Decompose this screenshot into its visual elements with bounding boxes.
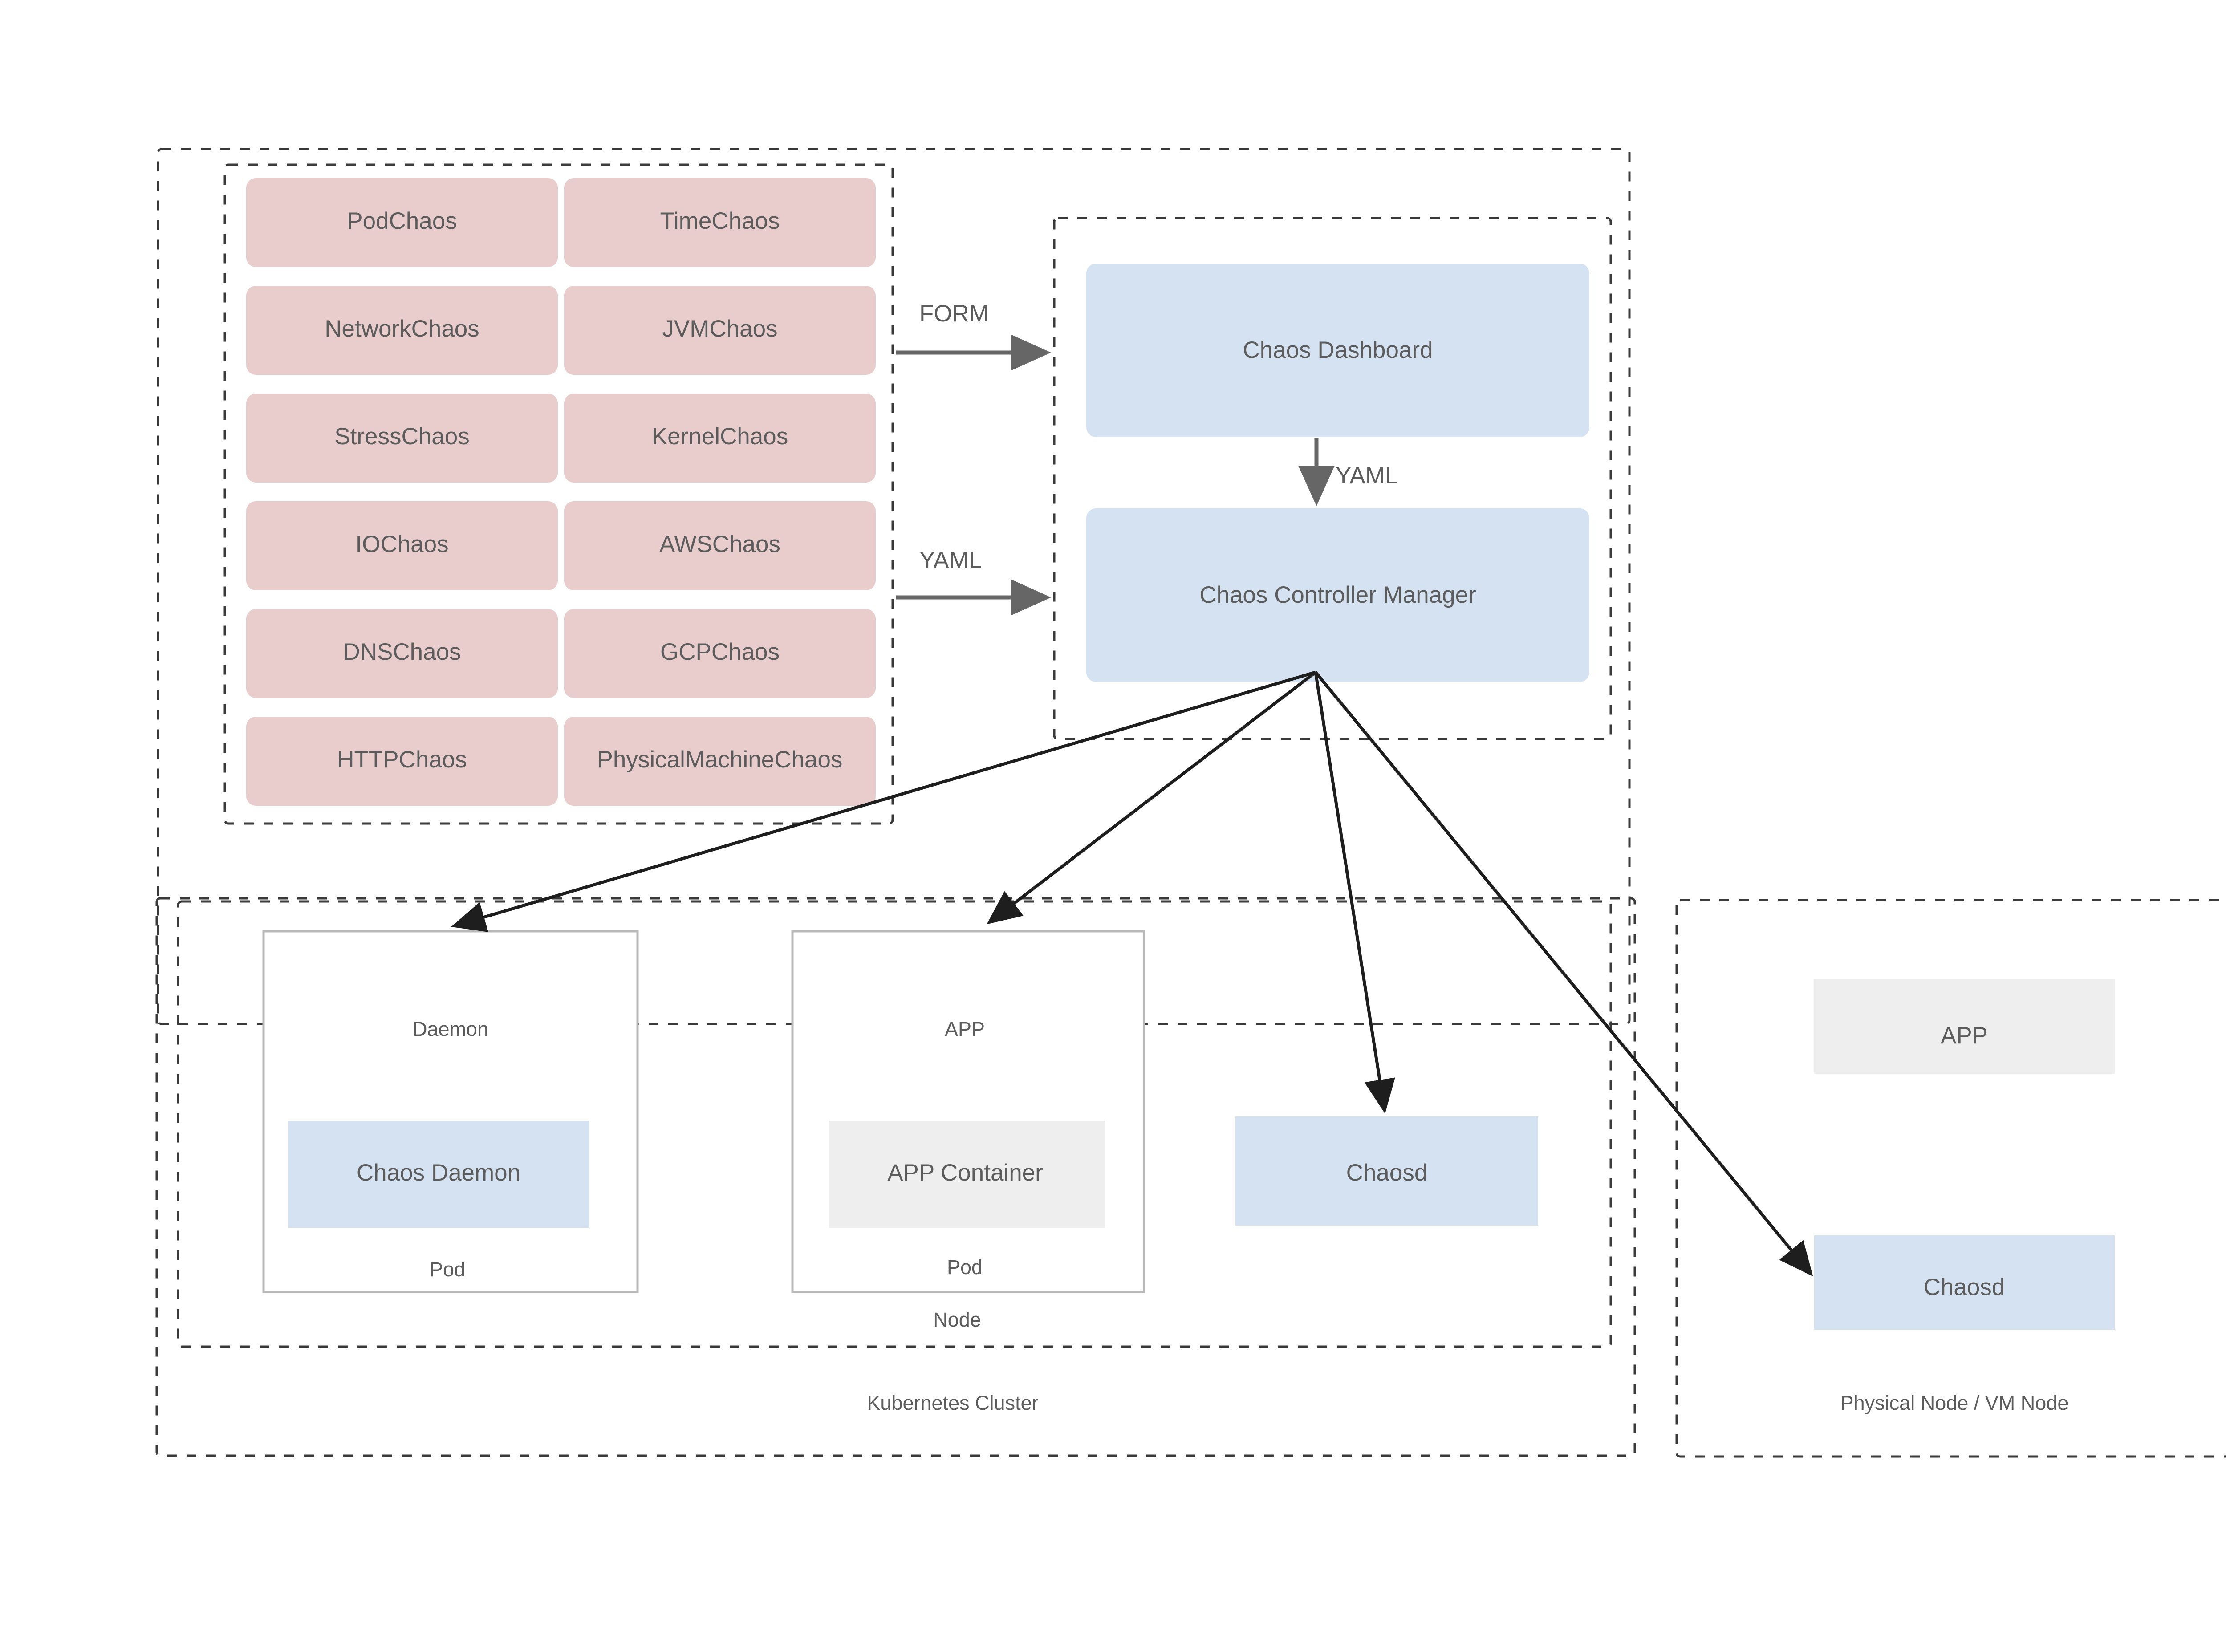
chaos-type-box[interactable] [564,501,876,590]
daemon-pod-footer: Pod [430,1258,465,1281]
daemon-pod-header: Daemon [413,1018,488,1040]
top-outer-dashed-container [157,148,1631,1025]
chaos-type-box[interactable] [246,501,558,590]
chaos-type-label-networkchaos: NetworkChaos [325,316,479,342]
edge-controller-to-app-pod [987,671,1317,925]
app-pod-footer: Pod [947,1256,983,1279]
chaos-type-label-timechaos: TimeChaos [660,208,780,234]
physical-node-label: Physical Node / VM Node [1840,1392,2069,1414]
chaos-type-box[interactable] [564,394,876,483]
edge-controller-to-chaos-daemon [451,670,1316,932]
physical-node-chaosd-label: Chaosd [1924,1274,2005,1300]
app-pod-header: APP [945,1018,985,1040]
chaos-type-box[interactable] [564,286,876,375]
daemon-pod-box[interactable] [262,930,639,1293]
edge-label-yaml-input: YAML [919,547,982,573]
chaos-type-box[interactable] [564,717,876,806]
chaos-dashboard-box[interactable] [1086,264,1589,437]
chaos-type-box[interactable] [564,609,876,698]
chaos-type-box[interactable] [564,178,876,267]
chaos-dashboard-label: Chaos Dashboard [1243,337,1433,363]
chaos-type-box[interactable] [246,717,558,806]
control-plane-dashed-box [1053,217,1612,740]
edge-label-yaml-internal: YAML [1336,463,1398,489]
chaos-type-label-stresschaos: StressChaos [334,423,469,450]
edge-controller-to-cluster-chaosd [1314,672,1395,1114]
physical-node-app-label: APP [1941,1023,1988,1049]
chaos-type-label-kernelchaos: KernelChaos [652,423,788,450]
kubernetes-cluster-label: Kubernetes Cluster [867,1392,1038,1414]
cluster-chaosd-label: Chaosd [1346,1160,1428,1186]
kubernetes-cluster-dashed-container [155,897,1636,1457]
physical-node-chaosd-box[interactable] [1814,1235,2115,1330]
chaos-type-label-physicalmachinechaos: PhysicalMachineChaos [597,747,843,773]
chaos-type-label-gcpchaos: GCPChaos [660,639,780,665]
chaos-type-label-dnschaos: DNSChaos [343,639,461,665]
chaos-type-box[interactable] [246,286,558,375]
chaos-type-label-httpchaos: HTTPChaos [337,747,467,773]
chaos-type-label-jvmchaos: JVMChaos [662,316,777,342]
chaos-controller-manager-box[interactable] [1086,508,1589,682]
chaos-type-label-podchaos: PodChaos [347,208,457,234]
node-dashed-box [177,900,1612,1348]
chaos-type-label-iochaos: IOChaos [355,531,448,557]
app-pod-box[interactable] [791,930,1145,1293]
chaos-type-box[interactable] [246,178,558,267]
app-container-label: APP Container [887,1160,1043,1186]
edge-controller-to-physical-chaosd [1314,671,1813,1277]
physical-node-dashed-container [1675,899,2226,1458]
cluster-chaosd-box[interactable] [1235,1116,1538,1226]
chaos-controller-manager-label: Chaos Controller Manager [1199,582,1476,608]
edge-label-form: FORM [919,300,989,327]
app-container-box[interactable] [829,1121,1105,1228]
node-label: Node [933,1308,981,1331]
chaos-types-dashed-box [223,163,894,825]
chaos-daemon-box[interactable] [288,1121,589,1228]
physical-node-app-box[interactable] [1814,979,2115,1074]
chaos-type-box[interactable] [246,609,558,698]
chaos-type-label-awschaos: AWSChaos [659,531,780,557]
chaos-daemon-label: Chaos Daemon [357,1160,520,1186]
chaos-type-box[interactable] [246,394,558,483]
